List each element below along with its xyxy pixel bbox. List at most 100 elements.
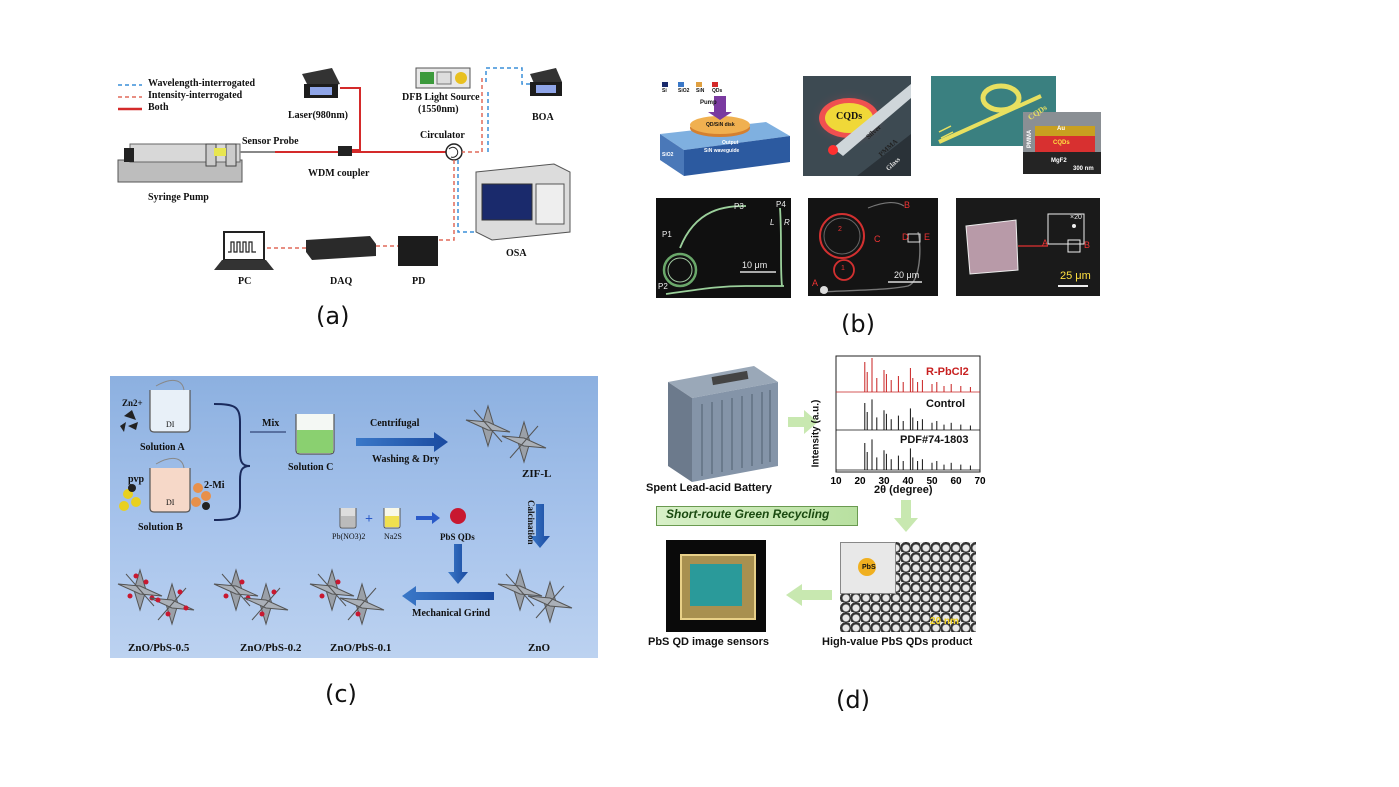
b-cqds-1: CQDs — [836, 111, 863, 122]
b-inset-pmma: PMMA — [1027, 129, 1034, 149]
b2-ring-1: 1 — [841, 265, 845, 272]
label-pd: PD — [412, 276, 426, 287]
label-sensor-probe: Sensor Probe — [242, 136, 299, 147]
d-product-label: High-value PbS QDs product — [822, 636, 973, 648]
b3-b: B — [1084, 240, 1091, 250]
c-di-a: DI — [166, 420, 175, 429]
b3-a: A — [1042, 238, 1049, 248]
xrd-xlabel: 2θ (degree) — [874, 484, 933, 496]
daq-device — [306, 236, 376, 260]
battery-image — [668, 366, 778, 482]
xrd-tick-label: 60 — [950, 476, 962, 487]
b-bot2: A B C D E 1 2 20 μm — [808, 198, 938, 296]
panel-a: Wavelength-interrogated Intensity-interr… — [110, 60, 580, 350]
b-inset-mgf2: MgF2 — [1051, 158, 1067, 164]
xrd-tick-label: 10 — [830, 476, 842, 487]
pc-device — [214, 231, 274, 270]
b-l: L — [770, 218, 775, 227]
xrd-chart: 10 20 30 40 50 60 70 — [830, 355, 986, 487]
b-inset-scale: 300 nm — [1073, 166, 1094, 172]
panel-d-label: (d) — [836, 686, 870, 714]
b-p4: P4 — [776, 200, 786, 209]
d-sensor-image — [666, 540, 766, 632]
b-top2: CQDs Silver PMMA Glass — [803, 76, 911, 176]
b-disk: QD/SiN disk — [706, 122, 735, 128]
label-wdm: WDM coupler — [308, 168, 370, 179]
b-scale-1: 10 μm — [742, 260, 768, 270]
label-boa: BOA — [532, 112, 554, 123]
label-syringe: Syringe Pump — [148, 192, 209, 203]
c-2mi: 2-Mi — [204, 480, 225, 491]
xrd-tick-label: 70 — [974, 476, 986, 487]
syringe-pump — [117, 143, 243, 183]
xrd-tick-label: 20 — [854, 476, 866, 487]
panel-c-diagram: + — [117, 380, 573, 626]
d-battery-label: Spent Lead-acid Battery — [646, 482, 772, 494]
c-p01: ZnO/PbS-0.1 — [330, 642, 392, 654]
b-legend-qds: QDs — [712, 88, 723, 94]
c-grind: Mechanical Grind — [412, 608, 491, 619]
xrd-series-pdf: PDF#74-1803 — [900, 434, 969, 446]
b-inset-cqds: CQDs — [1053, 140, 1070, 146]
b2-ring-2: 2 — [838, 226, 842, 233]
boa-device — [530, 68, 562, 96]
xrd-ylabel: Intensity (a.u.) — [810, 399, 822, 468]
d-tem-image — [840, 542, 976, 632]
c-zn: Zn2+ — [122, 398, 143, 408]
label-osa: OSA — [506, 248, 527, 259]
b-p2: P2 — [658, 282, 668, 291]
c-p05: ZnO/PbS-0.5 — [128, 642, 190, 654]
xrd-tick-label: 40 — [902, 476, 914, 487]
d-arrow-2 — [894, 500, 918, 532]
c-pvp: pvp — [128, 474, 145, 485]
c-solution-b: Solution B — [138, 522, 183, 533]
b-inset-au: Au — [1057, 126, 1065, 132]
b-bot3: A B ×20 25 μm — [956, 198, 1100, 296]
xrd-tick-label: 50 — [926, 476, 938, 487]
dfb-device — [415, 67, 471, 89]
panel-c-label: (c) — [325, 680, 357, 708]
label-daq: DAQ — [330, 276, 353, 287]
b-bot1: P1 P2 P3 P4 L R 10 μm — [656, 198, 791, 298]
b-legend-si: Si — [662, 88, 667, 94]
zifl-crystals — [465, 404, 547, 464]
b2-a: A — [812, 278, 819, 288]
b-output: Output — [722, 140, 739, 146]
b-pump: Pump — [700, 100, 717, 106]
d-sensors-label: PbS QD image sensors — [648, 636, 770, 648]
label-dfb-sub: (1550nm) — [418, 104, 459, 115]
panel-a-diagram — [117, 67, 571, 270]
b-legend-sin: SiN — [696, 88, 705, 94]
panel-b-label: (b) — [841, 310, 875, 338]
d-arrow-1 — [788, 410, 818, 434]
c-zif-l: ZIF-L — [522, 468, 552, 480]
panel-d: Spent Lead-acid Battery 10 20 30 40 50 60 70 R… — [644, 354, 994, 654]
d-arrow-3 — [786, 584, 832, 606]
osa-device — [475, 163, 571, 241]
panel-a-label: (a) — [316, 302, 350, 330]
c-washing: Washing & Dry — [372, 454, 440, 465]
b3-zoom: ×20 — [1070, 214, 1082, 221]
znopbs-05-crystals — [117, 568, 195, 626]
laser-device — [302, 68, 340, 98]
pd-device — [398, 236, 438, 266]
label-circulator: Circulator — [420, 130, 465, 141]
xrd-series-rpbcl2: R-PbCl2 — [926, 366, 969, 378]
b-top3: CQDs Au CQDs MgF2 PMMA 300 nm — [931, 76, 1101, 176]
b2-b: B — [904, 200, 911, 210]
d-green-label: Short-route Green Recycling — [666, 507, 830, 521]
znopbs-02-crystals — [213, 568, 289, 626]
c-na2s: Na2S — [384, 532, 402, 541]
c-di-b: DI — [166, 498, 175, 507]
c-solution-a: Solution A — [140, 442, 185, 453]
b-wg: SiN waveguide — [704, 148, 740, 154]
b-p1: P1 — [662, 230, 672, 239]
xrd-tick-label: 30 — [878, 476, 890, 487]
b-si: Si — [662, 164, 667, 170]
label-laser: Laser(980nm) — [288, 110, 348, 121]
b2-d: D — [902, 232, 909, 242]
legend-wavelength: Wavelength-interrogated — [148, 78, 256, 89]
svg-text:+: + — [365, 512, 373, 527]
panel-c: + Zn2+ DI Solution A pvp DI 2- — [110, 376, 598, 658]
d-pbs-label: PbS — [862, 564, 876, 571]
